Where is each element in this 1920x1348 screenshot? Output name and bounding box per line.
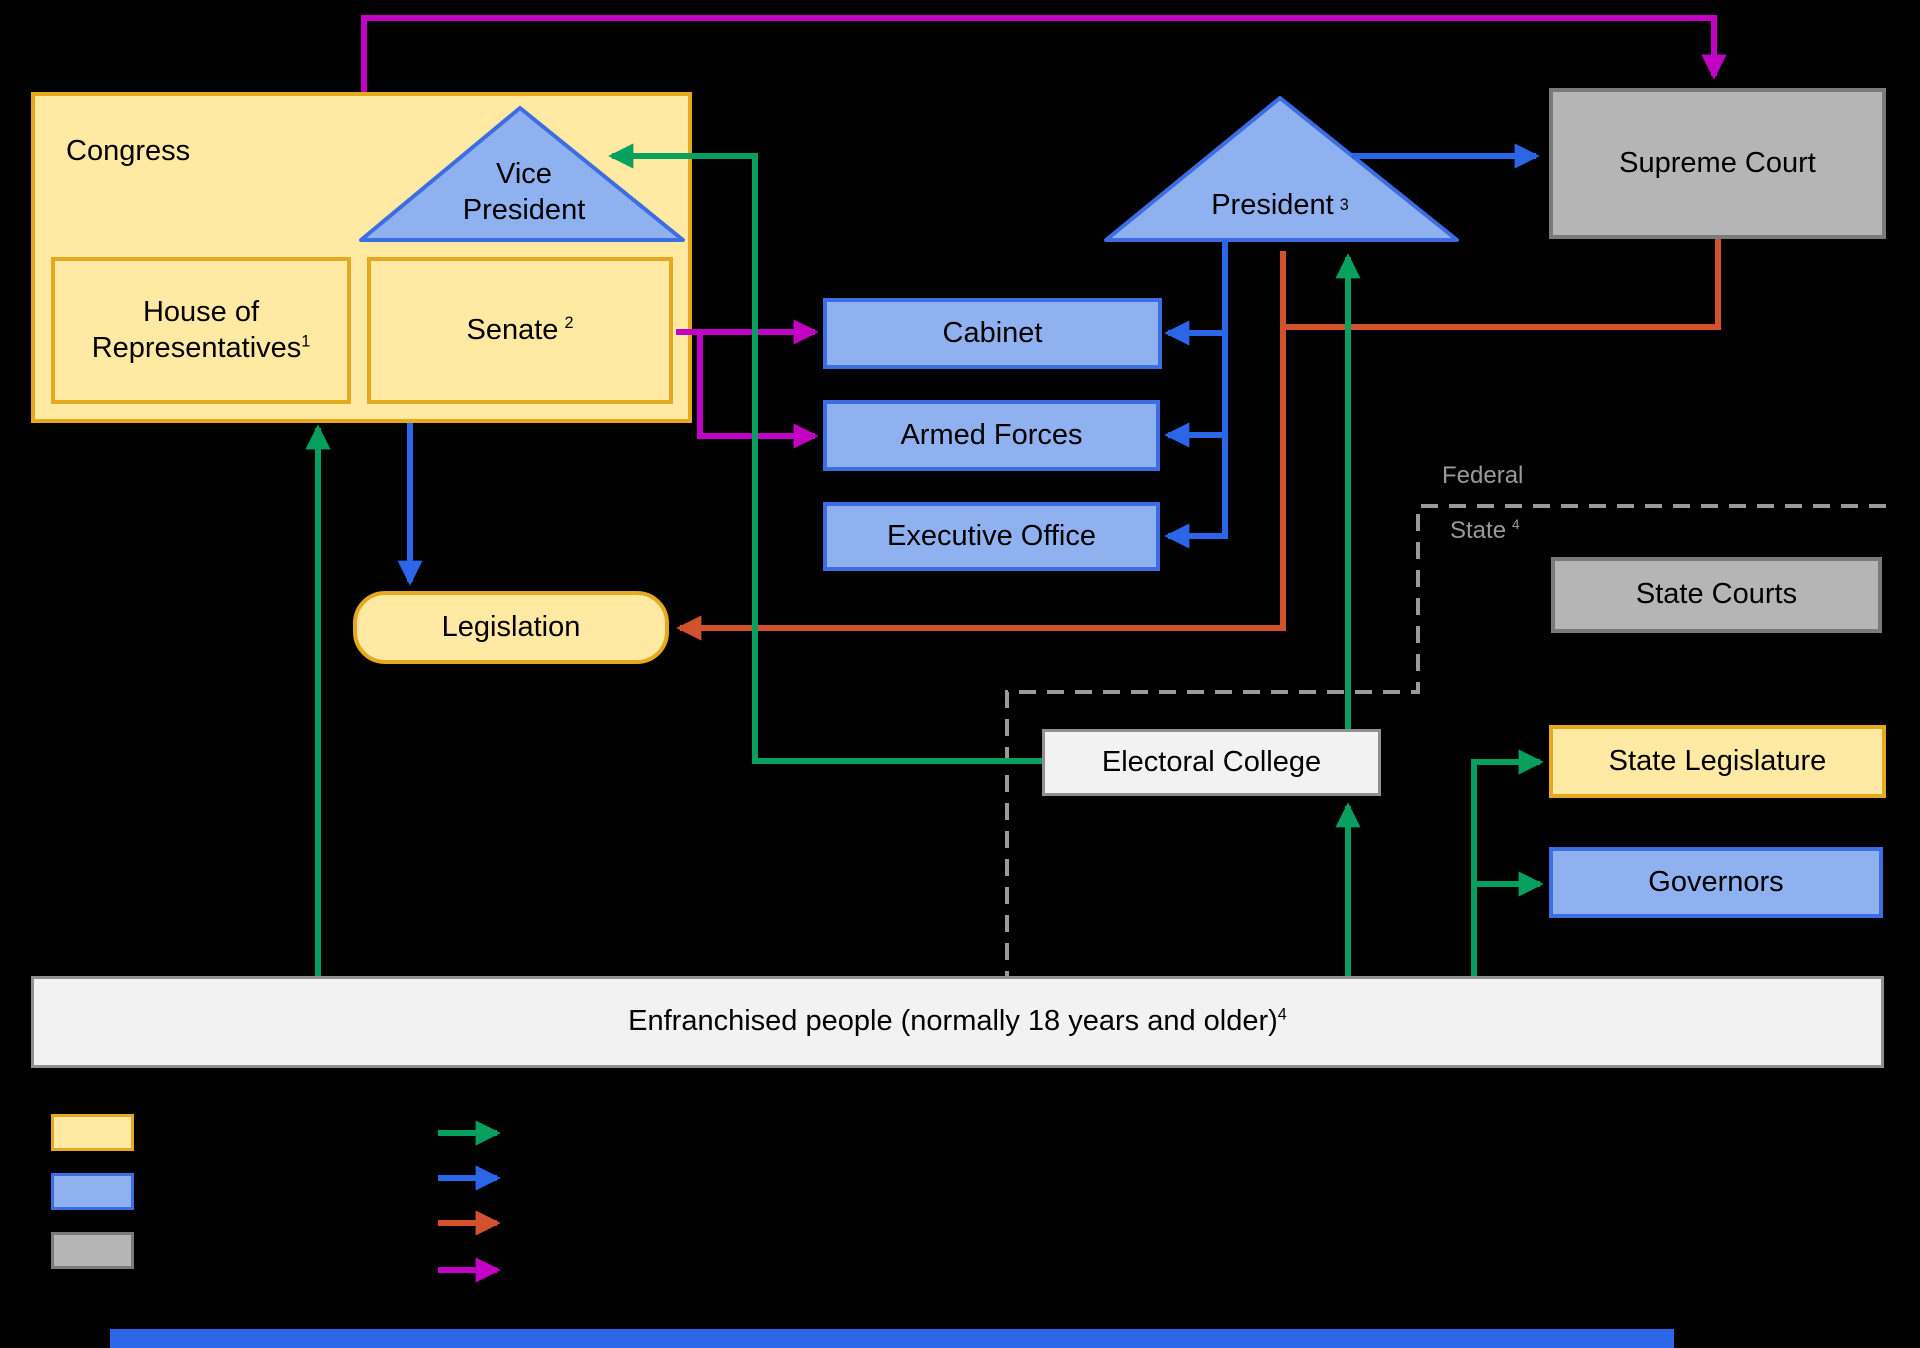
executive-office-label: Executive Office [886,519,1096,552]
armed-forces-label: Armed Forces [900,418,1083,451]
legislation-label: Legislation [441,610,581,643]
electoral-college-box: Electoral College [1042,729,1381,796]
state-legislature-label: State Legislature [1608,744,1827,777]
federal-region-label: Federal [1442,462,1524,489]
arrow-president-to-executive-office [1164,240,1228,549]
executive-office-box: Executive Office [823,502,1160,571]
state-legislature-box: State Legislature [1549,725,1886,798]
vice-president-label: Vice President [462,157,586,226]
arrow-congress-to-supreme-court [361,15,1727,92]
enfranchised-people-label: Enfranchised people (normally 18 years a… [628,1005,1287,1038]
governors-label: Governors [1648,865,1784,898]
legislation-box: Legislation [353,591,669,664]
house-of-representatives-box: House of Representatives1 [51,257,351,404]
enfranchised-people-box: Enfranchised people (normally 18 years a… [31,976,1884,1068]
armed-forces-box: Armed Forces [823,400,1160,471]
bottom-blue-bar [110,1329,1674,1348]
arrow-senate-to-armed-forces [697,332,819,449]
legend-swatch-judiciary [51,1232,134,1269]
legend-swatch-legislature [51,1114,134,1151]
cabinet-label: Cabinet [942,316,1043,349]
congress-label: Congress [66,135,191,167]
state-courts-box: State Courts [1551,557,1882,633]
cabinet-box: Cabinet [823,298,1162,369]
supreme-court-box: Supreme Court [1549,88,1886,239]
state-courts-label: State Courts [1635,578,1798,611]
supreme-court-label: Supreme Court [1619,146,1816,179]
arrow-people-to-state-legislature [1471,749,1544,976]
legend-swatch-executive [51,1173,134,1210]
governors-box: Governors [1549,847,1883,918]
electoral-college-label: Electoral College [1101,745,1322,778]
line-supreme-court-to-junction [1283,239,1721,330]
house-of-representatives-label: House of Representatives1 [91,296,311,364]
